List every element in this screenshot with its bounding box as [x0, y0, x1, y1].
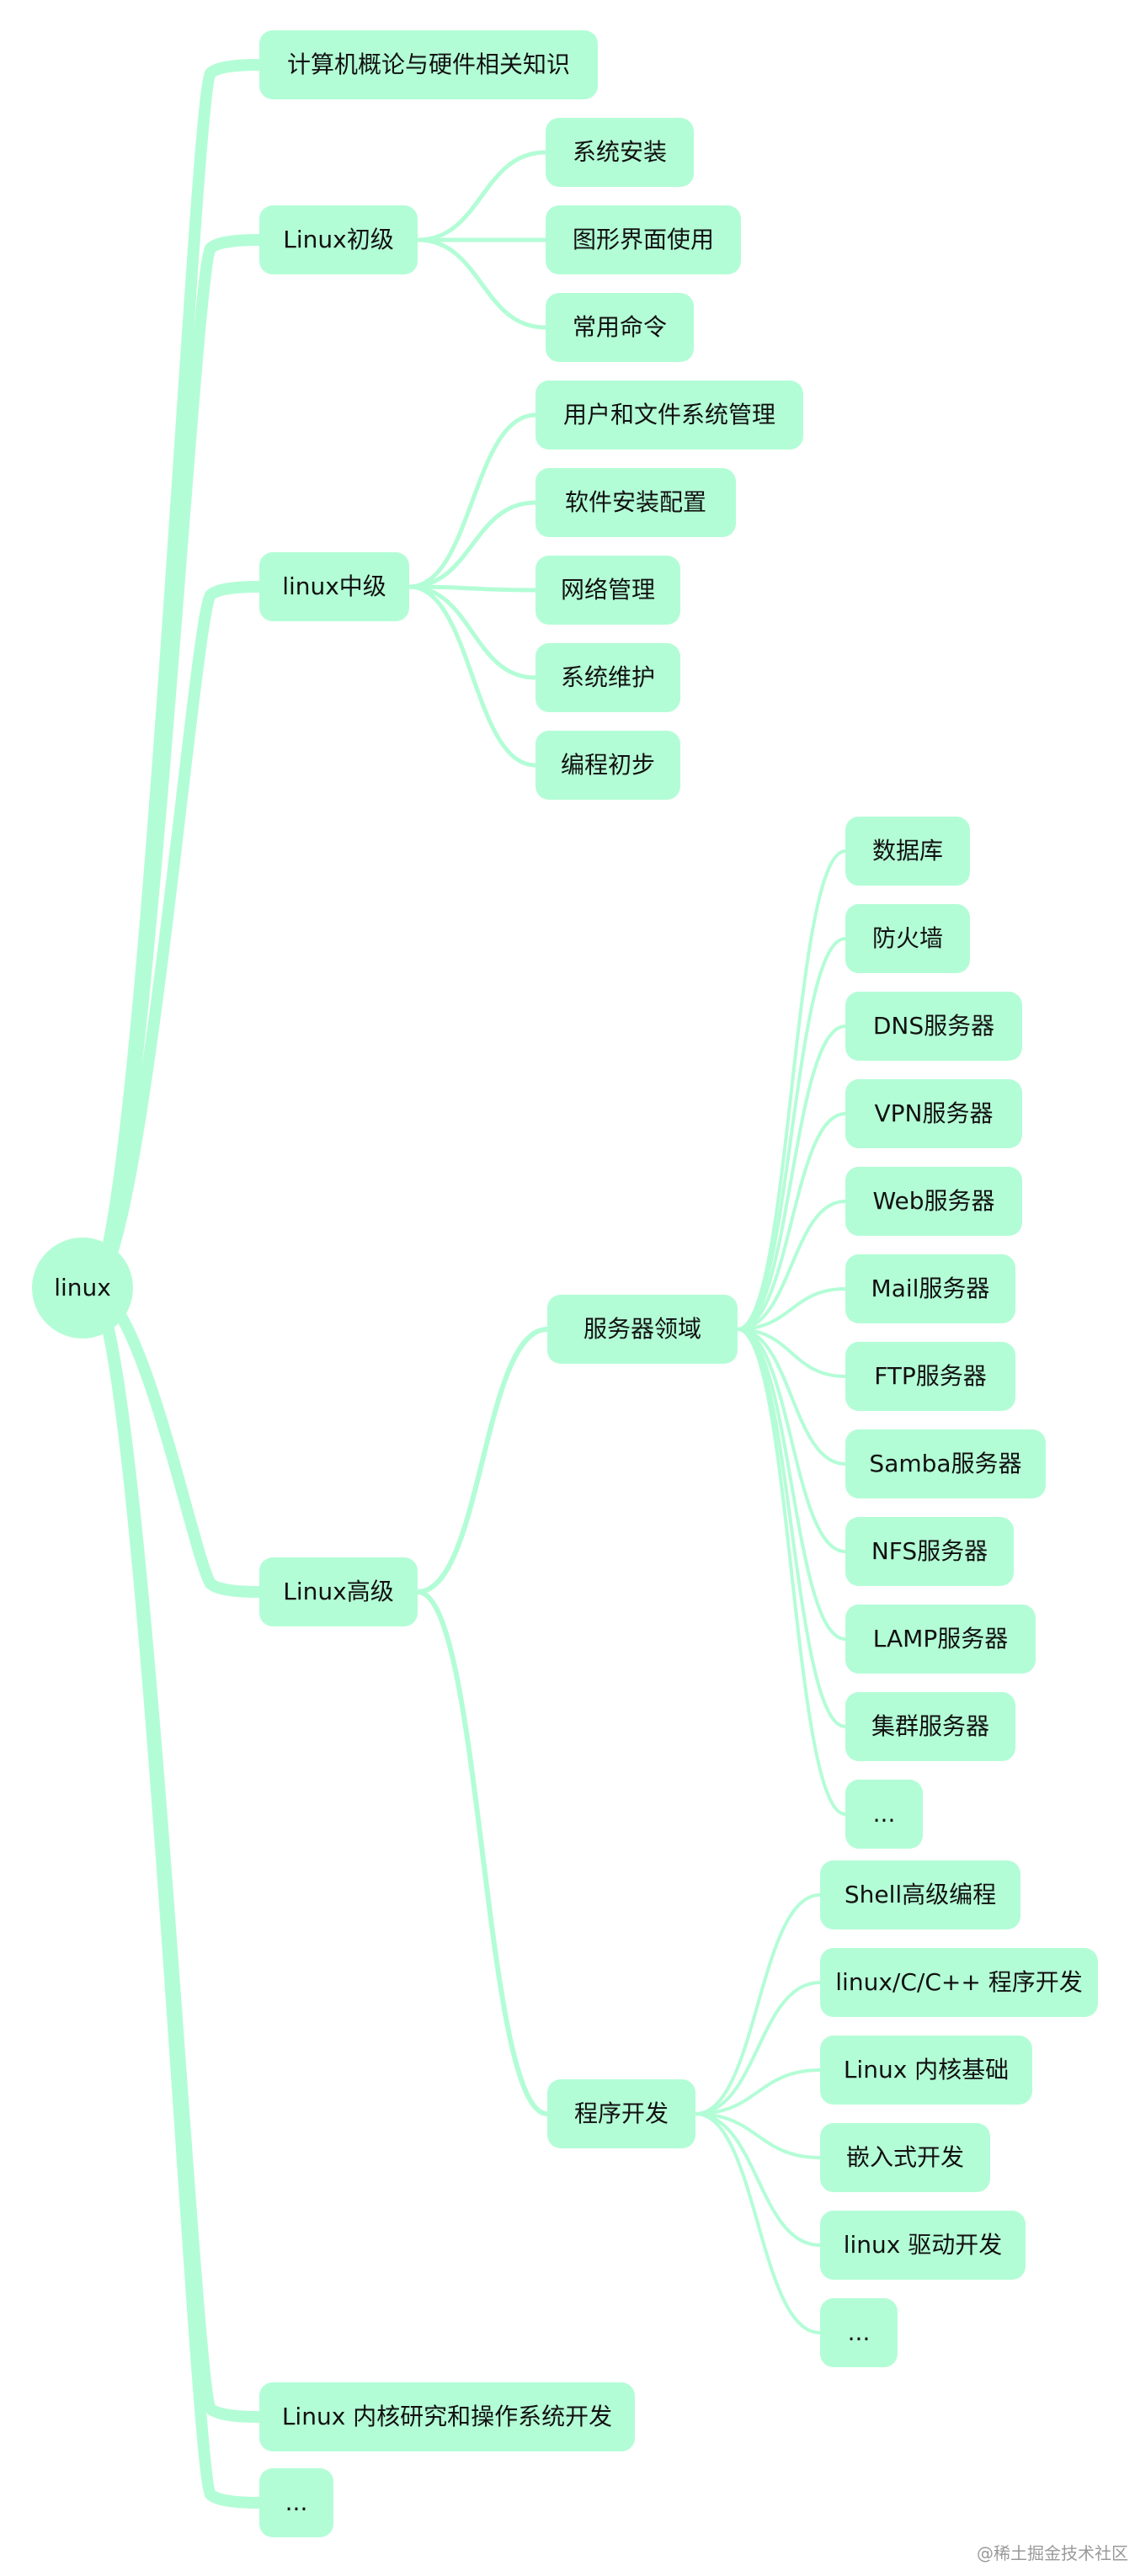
- connector-root-basic: [85, 234, 265, 1294]
- leaf-node-prog-3[interactable]: 嵌入式开发: [820, 2123, 990, 2192]
- leaf-node-server-4[interactable]: Web服务器: [845, 1167, 1022, 1236]
- leaf-node-prog-2[interactable]: Linux 内核基础: [820, 2036, 1032, 2105]
- leaf-node-basic-1[interactable]: 图形界面使用: [546, 205, 741, 274]
- leaf-node-server-1[interactable]: 防火墙: [845, 904, 970, 973]
- leaf-node-basic-0[interactable]: 系统安装: [546, 118, 694, 187]
- connector-basic-2: [415, 237, 548, 330]
- connector-prog-4: [694, 2112, 822, 2247]
- leaf-node-mid-0[interactable]: 用户和文件系统管理: [536, 381, 803, 450]
- sub-branch-node-prog[interactable]: 程序开发: [547, 2079, 695, 2148]
- connector-server-6: [736, 1328, 847, 1378]
- connector-mid-0: [407, 412, 538, 589]
- watermark: @稀土掘金技术社区: [977, 2543, 1128, 2563]
- sub-branch-node-server[interactable]: 服务器领域: [547, 1295, 738, 1364]
- branch-node-adv[interactable]: Linux高级: [259, 1557, 418, 1626]
- branch-node-hw[interactable]: 计算机概论与硬件相关知识: [259, 30, 598, 99]
- leaf-node-mid-4[interactable]: 编程初步: [536, 731, 680, 800]
- connector-server-4: [736, 1200, 847, 1331]
- branch-node-basic[interactable]: Linux初级: [259, 205, 418, 274]
- connector-server-8: [736, 1328, 847, 1553]
- leaf-node-server-3[interactable]: VPN服务器: [845, 1079, 1022, 1148]
- leaf-node-server-9[interactable]: LAMP服务器: [845, 1605, 1036, 1674]
- connector-mid-1: [407, 500, 538, 589]
- connector-mid-3: [407, 584, 538, 680]
- connector-adv-server: [415, 1327, 550, 1594]
- connector-prog-5: [694, 2112, 822, 2334]
- connector-server-11: [736, 1328, 847, 1816]
- leaf-node-prog-5[interactable]: ...: [820, 2298, 898, 2367]
- connector-server-9: [736, 1328, 847, 1641]
- connector-prog-1: [694, 1981, 822, 2116]
- branch-node-kernel[interactable]: Linux 内核研究和操作系统开发: [259, 2382, 635, 2451]
- leaf-node-mid-3[interactable]: 系统维护: [536, 643, 680, 712]
- connector-adv-prog: [415, 1589, 550, 2116]
- connector-basic-0: [415, 150, 548, 242]
- leaf-node-prog-1[interactable]: linux/C/C++ 程序开发: [820, 1948, 1098, 2017]
- leaf-node-mid-2[interactable]: 网络管理: [536, 556, 680, 625]
- leaf-node-server-8[interactable]: NFS服务器: [845, 1517, 1014, 1586]
- connector-server-1: [736, 937, 847, 1331]
- branch-node-more[interactable]: ...: [259, 2468, 333, 2537]
- connector-server-7: [736, 1328, 847, 1466]
- root-node-linux[interactable]: linux: [32, 1237, 133, 1339]
- leaf-node-prog-4[interactable]: linux 驱动开发: [820, 2211, 1026, 2280]
- leaf-node-server-2[interactable]: DNS服务器: [845, 992, 1022, 1061]
- leaf-node-server-10[interactable]: 集群服务器: [845, 1692, 1015, 1761]
- connector-prog-3: [694, 2112, 822, 2159]
- leaf-node-prog-0[interactable]: Shell高级编程: [820, 1860, 1020, 1929]
- leaf-node-mid-1[interactable]: 软件安装配置: [536, 468, 736, 537]
- leaf-node-server-7[interactable]: Samba服务器: [845, 1429, 1046, 1498]
- connector-server-3: [736, 1112, 847, 1331]
- connector-root-more: [85, 1282, 265, 2509]
- connector-server-10: [736, 1328, 847, 1728]
- connector-prog-2: [694, 2068, 822, 2116]
- connector-server-0: [736, 849, 847, 1331]
- branch-node-mid[interactable]: linux中级: [259, 552, 409, 621]
- connector-root-adv: [85, 1282, 265, 1598]
- connector-server-2: [736, 1025, 847, 1331]
- leaf-node-basic-2[interactable]: 常用命令: [546, 293, 694, 362]
- leaf-node-server-0[interactable]: 数据库: [845, 817, 970, 886]
- leaf-node-server-5[interactable]: Mail服务器: [845, 1254, 1015, 1323]
- connector-mid-4: [407, 584, 538, 768]
- leaf-node-server-6[interactable]: FTP服务器: [845, 1342, 1015, 1411]
- leaf-node-server-11[interactable]: ...: [845, 1780, 923, 1849]
- connector-root-mid: [85, 581, 265, 1294]
- connector-prog-0: [694, 1893, 822, 2116]
- connector-mid-2: [407, 584, 538, 593]
- connector-server-5: [736, 1287, 847, 1331]
